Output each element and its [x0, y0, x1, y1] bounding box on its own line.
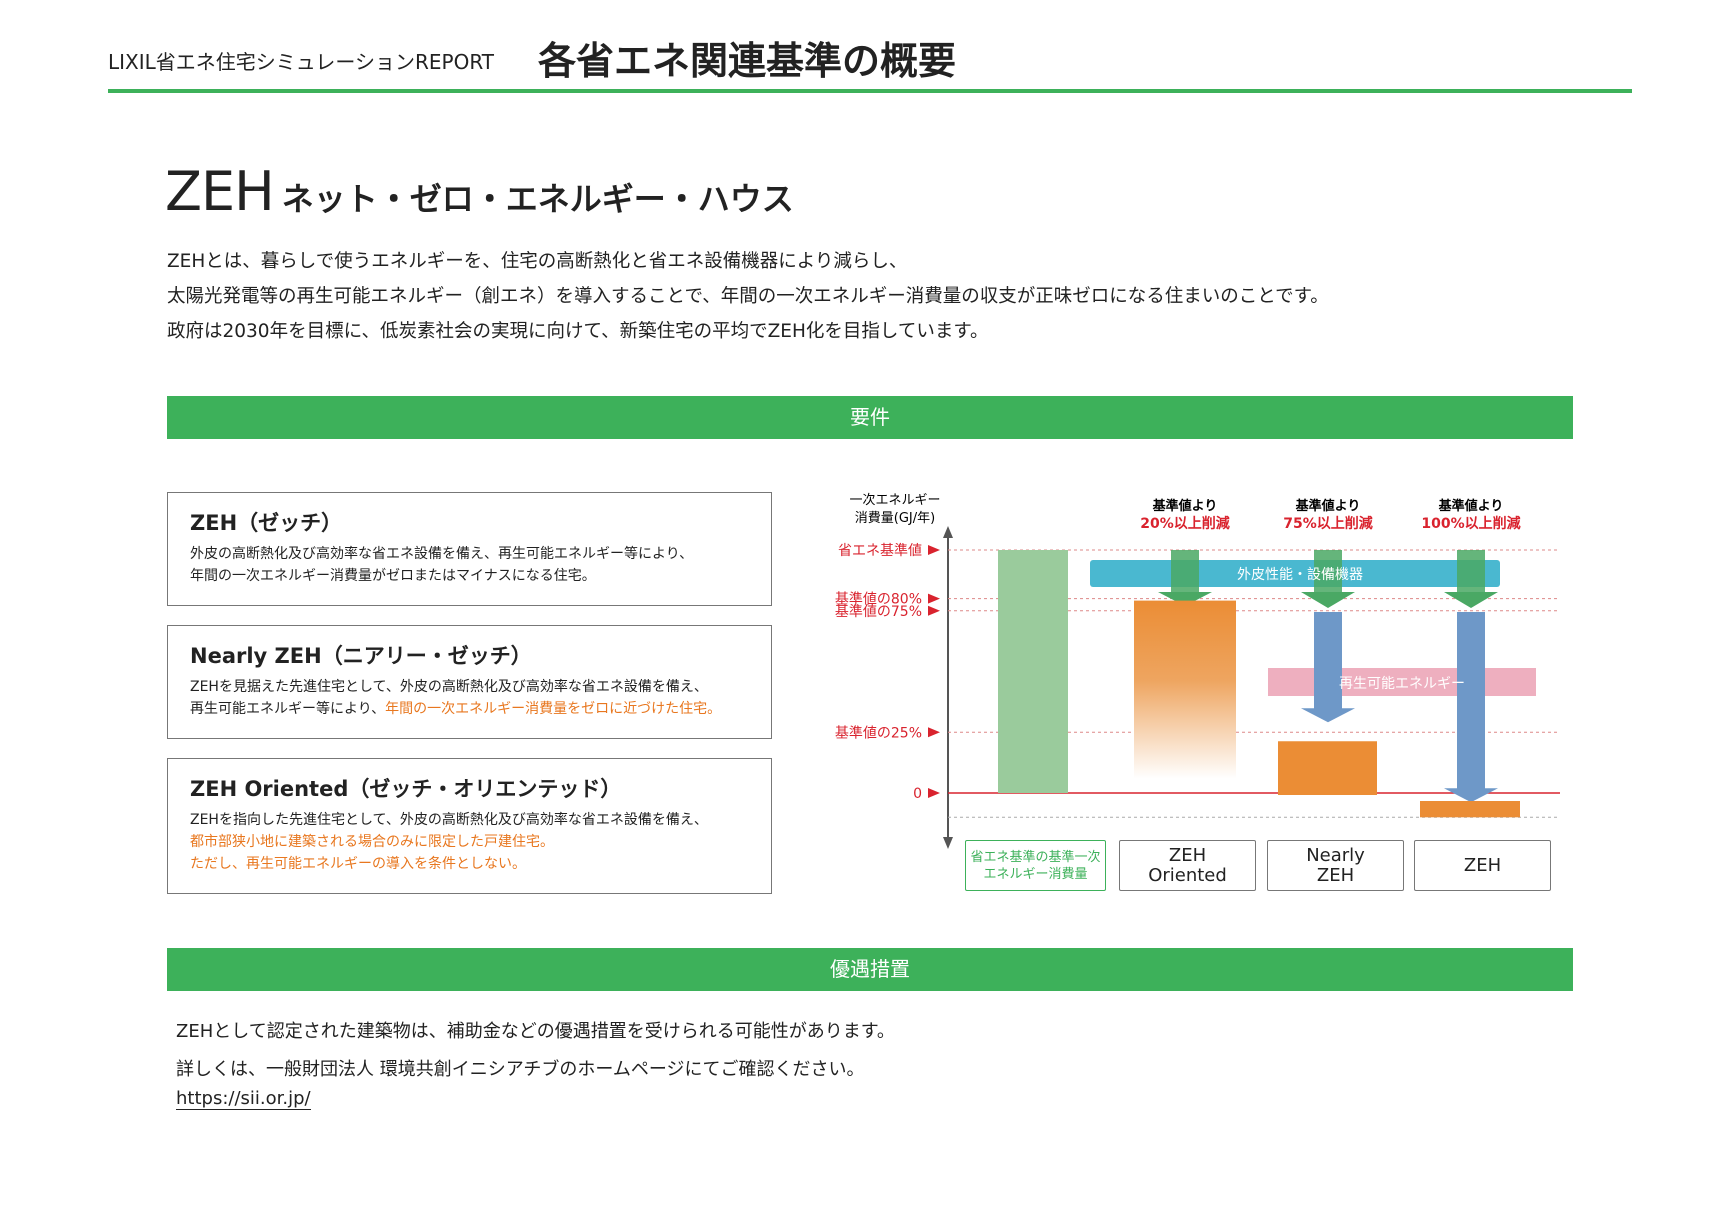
zeh-subtitle: ネット・ゼロ・エネルギー・ハウス: [281, 180, 794, 218]
level-label: 基準値の25%: [835, 724, 922, 741]
highlight-text: 年間の一次エネルギー消費量をゼロに近づけた住宅。: [385, 701, 722, 717]
band-envelope-label: 外皮性能・設備機器: [1237, 567, 1363, 583]
axis-arrow-up-icon: [943, 526, 953, 538]
level-marker-icon: [928, 605, 940, 616]
cat-line: Nearly: [1306, 844, 1365, 866]
column-header-reduction: 75%以上削減: [1283, 515, 1373, 532]
intro-line: 政府は2030年を目標に、低炭素社会の実現に向けて、新築住宅の平均でZEH化を目…: [167, 321, 989, 342]
band-renewable: [1268, 668, 1536, 696]
level-label: 省エネ基準値: [838, 542, 922, 559]
report-title: LIXIL省エネ住宅シミュレーションREPORT: [108, 50, 494, 74]
arrow-down-icon: [1301, 708, 1355, 723]
cat-line: エネルギー消費量: [983, 866, 1088, 882]
text-line: ZEHを指向した先進住宅として、外皮の高断熱化及び高効率な省エネ設備を備え、: [190, 812, 708, 828]
highlight-text: ただし、再生可能エネルギーの導入を条件としない。: [190, 856, 526, 872]
box-text: 外皮の高断熱化及び高効率な省エネ設備を備え、再生可能エネルギー等により、年間の一…: [190, 543, 749, 587]
cat-line: 省エネ基準の基準一次: [970, 849, 1101, 865]
text-line: 年間の一次エネルギー消費量がゼロまたはマイナスになる住宅。: [190, 568, 596, 584]
cat-line: ZEH: [1316, 864, 1355, 886]
text-line: 外皮の高断熱化及び高効率な省エネ設備を備え、再生可能エネルギー等により、: [190, 546, 694, 562]
requirements-band: 要件: [167, 396, 1573, 439]
level-marker-icon: [928, 727, 940, 738]
text-line: 再生可能エネルギー等により、: [190, 701, 386, 717]
benefits-text: ZEHとして認定された建築物は、補助金などの優遇措置を受けられる可能性があります…: [176, 1021, 895, 1042]
renewable-arrow: [1457, 612, 1485, 791]
box-title: ZEH（ゼッチ）: [190, 511, 343, 535]
arrow-down-icon: [1301, 592, 1355, 608]
sii-link[interactable]: https://sii.or.jp/: [176, 1088, 311, 1110]
column-header: 基準値より: [1152, 498, 1218, 514]
level-label: 0: [913, 786, 922, 802]
level-marker-icon: [928, 545, 940, 555]
zeh-intro: ZEHとは、暮らしで使うエネルギーを、住宅の高断熱化と省エネ設備機器により減らし…: [167, 244, 1329, 349]
category-base: 省エネ基準の基準一次エネルギー消費量: [965, 840, 1106, 891]
band-renewable-label: 再生可能エネルギー: [1339, 676, 1465, 692]
box-title: ZEH Oriented（ゼッチ・オリエンテッド）: [190, 777, 622, 801]
cat-line: Oriented: [1148, 864, 1227, 886]
intro-line: 太陽光発電等の再生可能エネルギー（創エネ）を導入することで、年間の一次エネルギー…: [167, 286, 1329, 307]
arrow-down-icon: [1444, 788, 1498, 803]
text-line: ZEHを見据えた先進住宅として、外皮の高断熱化及び高効率な省エネ設備を備え、: [190, 679, 708, 695]
envelope-arrow: [1457, 550, 1485, 592]
y-axis-label: 一次エネルギー: [849, 492, 940, 508]
y-axis-label: 消費量(GJ/年): [855, 511, 935, 526]
level-marker-icon: [928, 593, 940, 604]
column-header: 基準値より: [1438, 498, 1504, 514]
requirement-box-zeh: ZEH（ゼッチ） 外皮の高断熱化及び高効率な省エネ設備を備え、再生可能エネルギー…: [167, 492, 772, 606]
cat-line: ZEH: [1463, 854, 1502, 876]
level-marker-icon: [928, 788, 940, 798]
requirement-box-zeh-oriented: ZEH Oriented（ゼッチ・オリエンテッド） ZEHを指向した先進住宅とし…: [167, 758, 772, 894]
arrow-down-icon: [1158, 592, 1212, 606]
page-title: 各省エネ関連基準の概要: [538, 39, 957, 83]
benefits-band: 優遇措置: [167, 948, 1573, 991]
cat-line: ZEH: [1168, 844, 1207, 866]
box-text: ZEHを見据えた先進住宅として、外皮の高断熱化及び高効率な省エネ設備を備え、再生…: [190, 676, 749, 720]
bar-zeh: [1420, 801, 1520, 818]
level-label: 基準値の80%: [835, 591, 922, 608]
intro-line: ZEHとは、暮らしで使うエネルギーを、住宅の高断熱化と省エネ設備機器により減らし…: [167, 251, 908, 272]
header-divider: [108, 89, 1632, 93]
highlight-text: 都市部狭小地に建築される場合のみに限定した戸建住宅。: [190, 834, 554, 850]
bar-zeh-oriented: [1134, 600, 1236, 779]
envelope-arrow: [1314, 550, 1342, 592]
renewable-arrow: [1314, 612, 1342, 711]
box-title: Nearly ZEH（ニアリー・ゼッチ）: [190, 644, 532, 668]
envelope-arrow: [1171, 550, 1199, 592]
arrow-down-icon: [1444, 592, 1498, 608]
box-text: ZEHを指向した先進住宅として、外皮の高断熱化及び高効率な省エネ設備を備え、都市…: [190, 809, 749, 875]
benefits-text: 詳しくは、一般財団法人 環境共創イニシアチブのホームページにてご確認ください。: [176, 1059, 865, 1080]
axis-arrow-down-icon: [943, 837, 953, 849]
requirement-box-nearly-zeh: Nearly ZEH（ニアリー・ゼッチ） ZEHを見据えた先進住宅として、外皮の…: [167, 625, 772, 739]
level-label: 基準値の75%: [835, 603, 922, 620]
column-header-reduction: 20%以上削減: [1140, 515, 1230, 532]
bar-base: [998, 550, 1068, 793]
bar-nearly-zeh: [1278, 741, 1377, 795]
category-zeh: ZEH: [1414, 840, 1551, 891]
column-header-reduction: 100%以上削減: [1421, 515, 1520, 532]
zeh-title: ZEH: [165, 160, 275, 223]
column-header: 基準値より: [1295, 498, 1361, 514]
